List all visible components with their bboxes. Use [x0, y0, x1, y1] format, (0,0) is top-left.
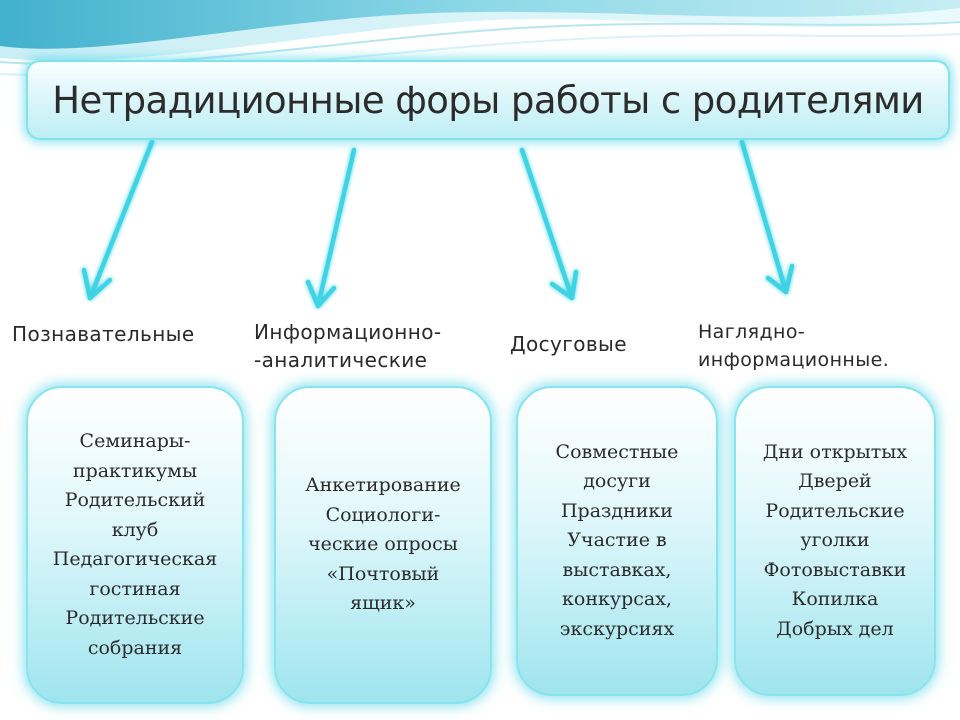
item-line: Фотовыставки: [763, 558, 907, 581]
item-line: экскурсиях: [559, 617, 675, 640]
item-line: конкурсах,: [562, 588, 672, 611]
item-line: Копилка: [791, 588, 879, 611]
item-line: досуги: [583, 470, 651, 493]
item-line: Семинары-: [79, 430, 191, 452]
category-label-line: Познавательные: [12, 322, 195, 346]
item-line: клуб: [111, 518, 159, 541]
arrow-2: [305, 147, 357, 309]
arrow-4: [739, 139, 795, 295]
category-label-line: Информационно-: [254, 320, 442, 344]
item-line: Участие в: [567, 529, 667, 552]
item-line: собрания: [87, 636, 183, 659]
category-items: Совместные досуги Праздники Участие в вы…: [556, 438, 679, 645]
category-label-line: Досуговые: [510, 332, 627, 356]
item-line: Педагогическая: [52, 548, 218, 570]
item-line: Родительские: [65, 607, 205, 629]
item-line: «Почтовый: [326, 562, 440, 585]
category-box-leisure: Совместные досуги Праздники Участие в вы…: [516, 386, 718, 696]
item-line: Дни открытых: [762, 440, 908, 463]
arrow-3: [519, 147, 579, 301]
item-line: Родительские: [765, 499, 905, 522]
item-line: Совместные: [555, 440, 679, 463]
item-line: Родительский: [64, 489, 206, 511]
diagram-title: Нетрадиционные форы работы с родителями: [52, 78, 924, 122]
category-label-leisure: Досуговые: [510, 330, 627, 358]
item-line: уголки: [800, 529, 870, 552]
item-line: Социологи-: [325, 503, 441, 526]
item-line: выставках,: [562, 558, 672, 581]
category-items: Анкетирование Социологи- ческие опросы «…: [305, 471, 461, 619]
item-line: ческие опросы: [308, 533, 458, 556]
category-items: Семинары- практикумы Родительский клуб П…: [53, 427, 218, 663]
category-items: Дни открытых Дверей Родительские уголки …: [763, 438, 907, 645]
category-label-line: Наглядно-: [698, 321, 806, 343]
category-label-visual: Наглядно- информационные.: [698, 318, 889, 374]
category-box-cognitive: Семинары- практикумы Родительский клуб П…: [26, 386, 244, 704]
category-label-cognitive: Познавательные: [12, 320, 195, 348]
item-line: практикумы: [72, 459, 198, 482]
item-line: Праздники: [560, 499, 673, 522]
category-box-analytical: Анкетирование Социологи- ческие опросы «…: [274, 386, 492, 704]
item-line: Анкетирование: [305, 474, 461, 497]
item-line: ящик»: [350, 592, 416, 615]
item-line: Дверей: [798, 470, 872, 493]
title-box: Нетрадиционные форы работы с родителями: [26, 60, 950, 140]
category-label-line: -аналитические: [254, 348, 428, 372]
item-line: Добрых дел: [776, 617, 894, 640]
category-label-analytical: Информационно- -аналитические: [254, 318, 441, 374]
arrow-1: [81, 139, 155, 301]
category-box-visual: Дни открытых Дверей Родительские уголки …: [734, 386, 936, 696]
category-label-line: информационные.: [698, 349, 890, 371]
item-line: гостиная: [89, 577, 181, 600]
